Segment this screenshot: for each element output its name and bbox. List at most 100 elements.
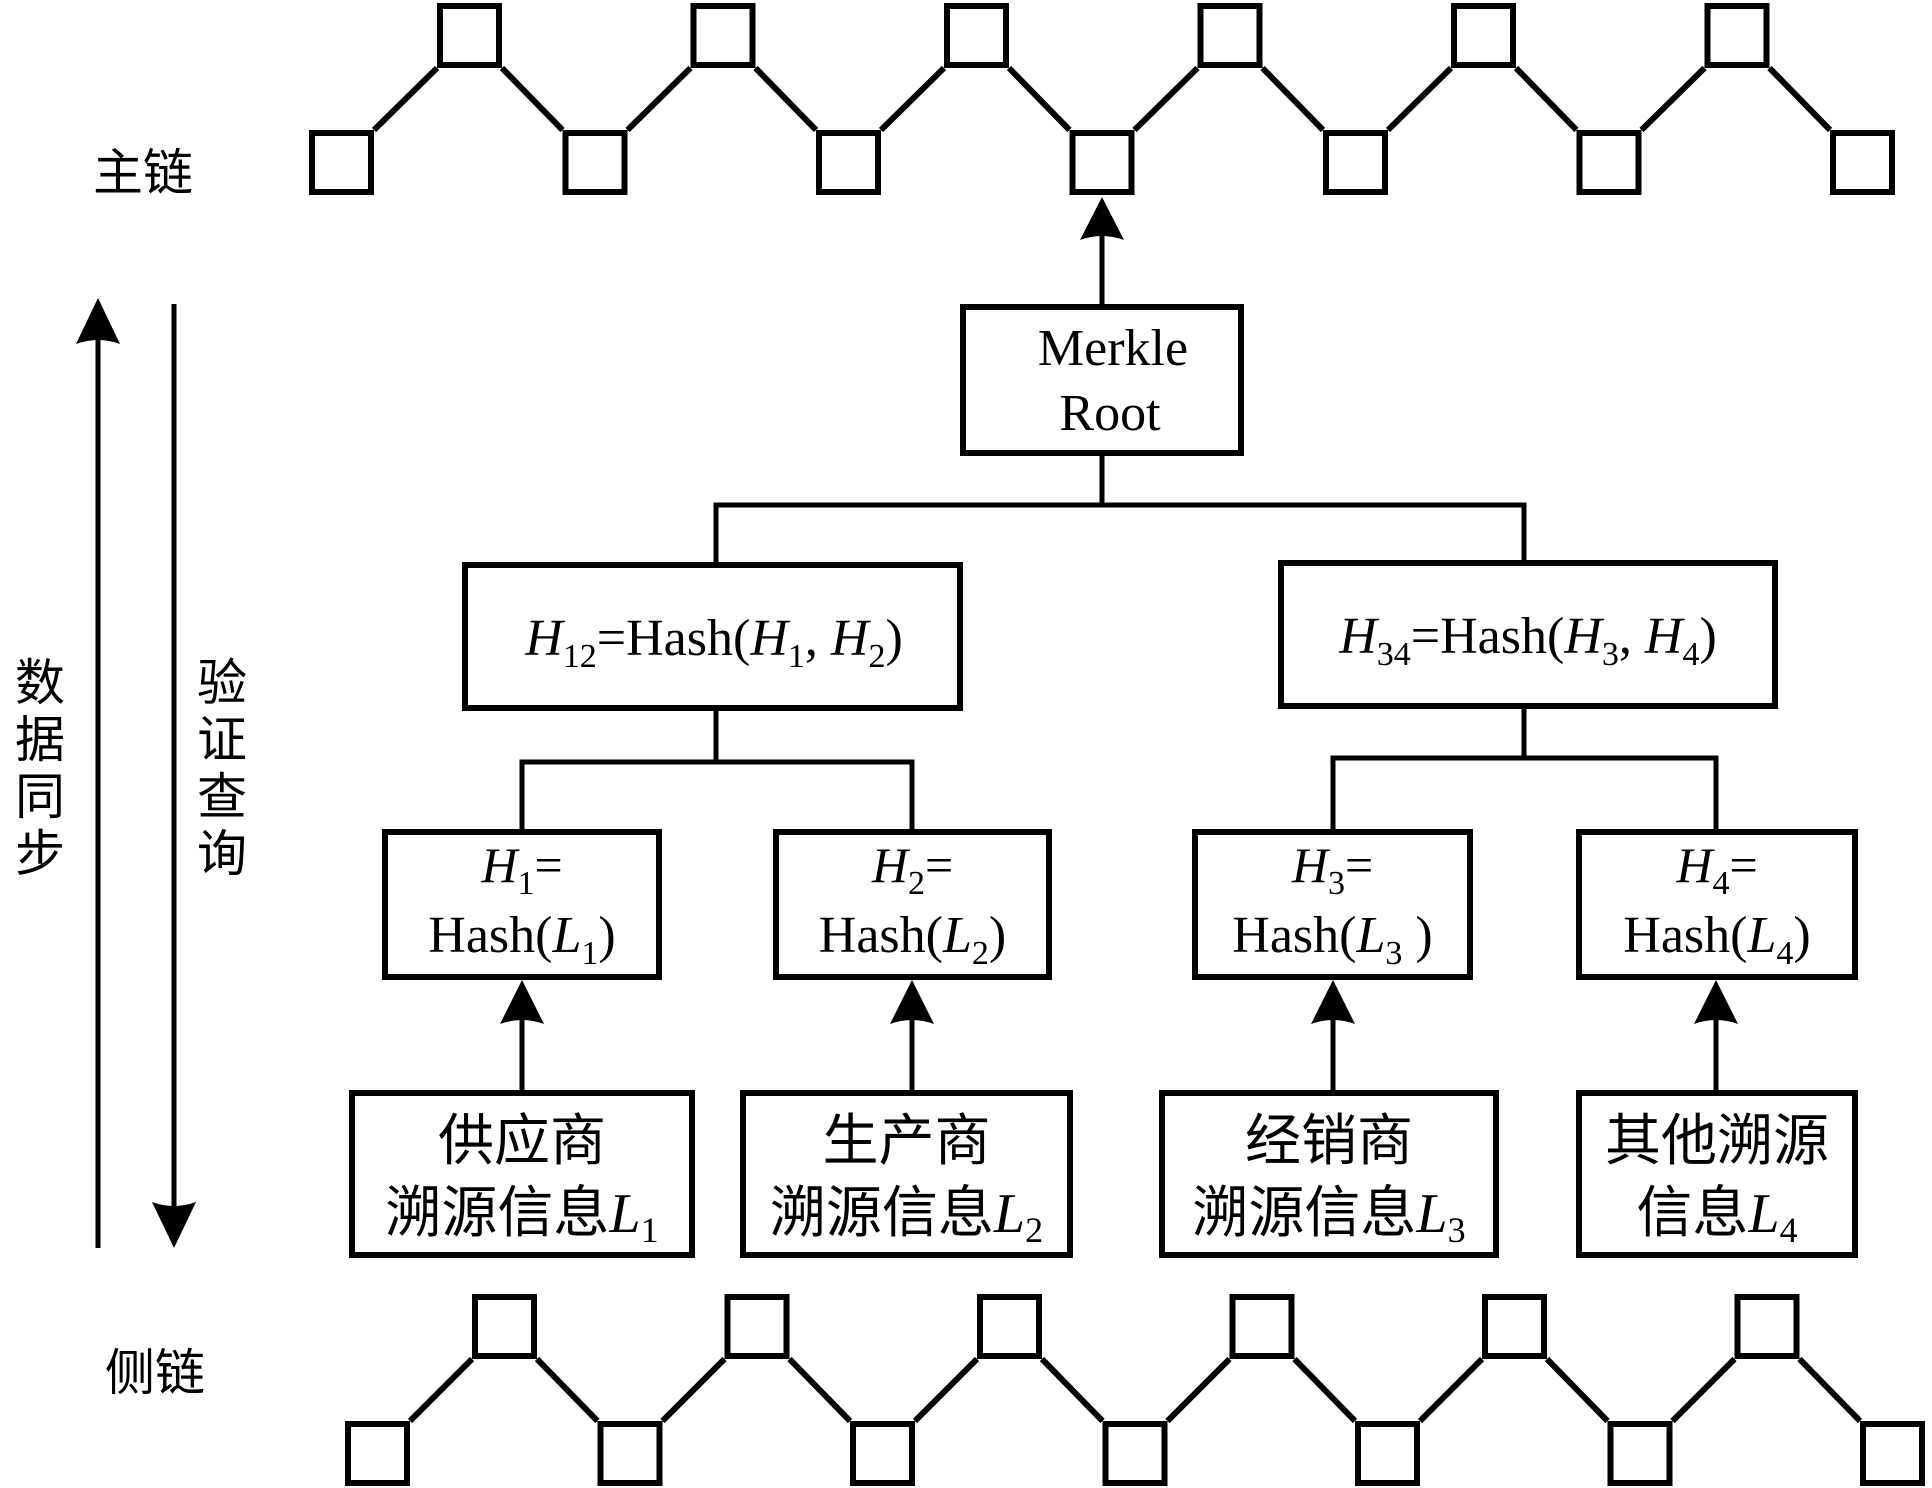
chain-link: [1639, 65, 1707, 133]
chain-link: [1165, 1356, 1232, 1424]
chain-link: [1385, 65, 1454, 133]
chain-link: [1767, 65, 1833, 133]
chain-block: [345, 1421, 410, 1486]
chain-block: [1860, 1421, 1925, 1486]
chain-block: [1229, 1294, 1295, 1359]
chain-block: [816, 130, 881, 195]
chain-link: [1292, 1356, 1358, 1424]
tree-connectors: [519, 455, 1719, 829]
leaf-hash-label: H1=: [480, 837, 562, 902]
vertical-label-char: 据: [15, 711, 65, 769]
leaf-hash-fn: Hash(L3 ): [1232, 907, 1432, 972]
hash-formula: H34=Hash(H3, H4): [1338, 608, 1717, 673]
chain-link: [1797, 1356, 1863, 1424]
chain-block: [309, 130, 374, 195]
source-to-leaf-arrow: [1694, 980, 1738, 1090]
chain-link: [878, 65, 947, 133]
side-chain-label: 侧链: [105, 1344, 205, 1402]
vertical-label-char: 查: [197, 768, 247, 826]
leaf-node-h3: H3=Hash(L3 ): [1192, 829, 1473, 980]
chain-block: [437, 3, 502, 68]
chain-link: [1260, 65, 1326, 133]
chain-link: [625, 65, 693, 133]
chain-link: [1417, 1356, 1485, 1424]
chain-link: [534, 1356, 600, 1424]
chain-block: [944, 3, 1009, 68]
leaf-hash-label: H4=: [1675, 837, 1757, 902]
chain-block: [597, 1421, 663, 1486]
root-to-chain-arrow: [1080, 197, 1124, 305]
chain-link: [1006, 65, 1072, 133]
vertical-label-char: 证: [197, 711, 247, 769]
chain-block: [1323, 130, 1388, 195]
vertical-label-char: 同: [15, 768, 65, 826]
level1-nodes: H12=Hash(H1, H2) H34=Hash(H3, H4): [462, 560, 1778, 711]
vertical-label-char: 验: [197, 654, 247, 712]
chain-block: [1197, 3, 1263, 68]
chain-block: [1451, 3, 1516, 68]
chain-block: [1355, 1421, 1420, 1486]
chain-block: [472, 1294, 537, 1359]
chain-block: [1607, 1421, 1673, 1486]
source-to-leaf-arrow: [1311, 980, 1355, 1090]
verify-query-arrow: [152, 304, 196, 1248]
chain-block: [724, 1294, 790, 1359]
side-chain: [345, 1294, 1925, 1486]
leaf-hash-fn: Hash(L4): [1623, 907, 1810, 972]
source-subtitle: 信息L4: [1636, 1181, 1797, 1250]
chain-block: [1576, 130, 1642, 195]
chain-link: [912, 1356, 980, 1424]
chain-block: [1069, 130, 1135, 195]
merkle-root-node: Merkle Root: [960, 304, 1244, 456]
chain-block: [850, 1421, 915, 1486]
source-subtitle: 溯源信息L3: [1192, 1181, 1465, 1250]
source-to-leaf-arrow: [890, 980, 934, 1090]
chain-block: [1830, 130, 1895, 195]
leaf-hash-label: H2=: [871, 837, 953, 902]
leaf-hash-label: H3=: [1291, 837, 1373, 902]
chain-block: [1482, 1294, 1547, 1359]
source-to-leaf-arrow: [500, 980, 544, 1090]
leaf-node-h1: H1=Hash(L1): [382, 829, 662, 980]
source-title: 供应商: [438, 1109, 606, 1174]
chain-link: [1670, 1356, 1737, 1424]
chain-link: [660, 1356, 727, 1424]
chain-link: [371, 65, 440, 133]
merkle-root-line2: Root: [1059, 385, 1161, 442]
source-subtitle: 溯源信息L1: [385, 1181, 658, 1250]
leaf-node-h2: H2=Hash(L2): [773, 829, 1052, 980]
vertical-label-char: 询: [197, 825, 247, 883]
chain-block: [1704, 3, 1770, 68]
main-chain: [309, 3, 1895, 195]
leaf-hash-fn: Hash(L1): [428, 907, 615, 972]
chain-link: [753, 65, 819, 133]
leaf-node-h4: H4=Hash(L4): [1576, 829, 1858, 980]
chain-link: [1132, 65, 1200, 133]
leaf-hash-nodes: H1=Hash(L1)H2=Hash(L2)H3=Hash(L3 )H4=Has…: [382, 829, 1858, 980]
chain-block: [562, 130, 628, 195]
merkle-root-line1: Merkle: [1038, 320, 1188, 377]
hash-node-h12: H12=Hash(H1, H2): [462, 562, 963, 711]
source-subtitle: 溯源信息L2: [770, 1181, 1043, 1250]
main-chain-label: 主链: [93, 144, 193, 202]
chain-block: [690, 3, 756, 68]
source-title: 其他溯源: [1605, 1109, 1829, 1174]
chain-block: [977, 1294, 1042, 1359]
chain-link: [499, 65, 565, 133]
source-title: 经销商: [1245, 1109, 1413, 1174]
leaf-hash-fn: Hash(L2): [819, 907, 1006, 972]
chain-block: [1102, 1421, 1168, 1486]
source-title: 生产商: [823, 1109, 991, 1174]
chain-link: [1544, 1356, 1610, 1424]
chain-link: [1039, 1356, 1105, 1424]
chain-link: [787, 1356, 853, 1424]
chain-block: [1734, 1294, 1800, 1359]
vertical-label-char: 数: [15, 654, 65, 712]
hash-formula: H12=Hash(H1, H2): [524, 610, 903, 675]
